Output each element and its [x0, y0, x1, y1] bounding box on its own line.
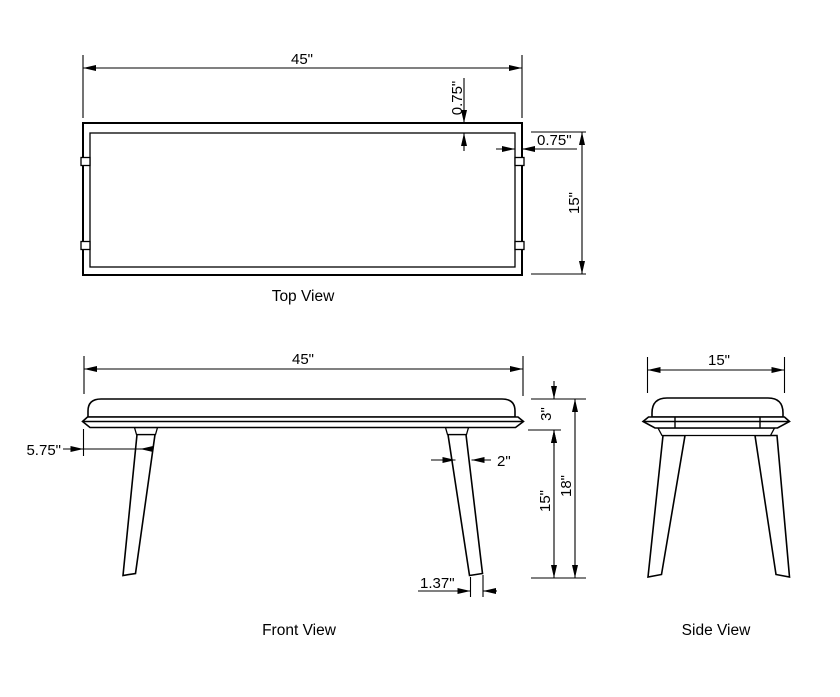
- side-cushion: [651, 397, 784, 418]
- side-view: 15" Side View: [641, 352, 791, 639]
- top-view: 45" 0.75" 0.75" 15" Top View: [80, 51, 586, 305]
- leg-tenon-mark: [80, 156, 91, 167]
- dim-top-frame-top: 0.75": [449, 78, 467, 151]
- side-apron: [656, 427, 776, 437]
- top-view-label: Top View: [272, 288, 335, 305]
- side-left-leg: [647, 434, 686, 578]
- dim-label: 15": [566, 192, 583, 214]
- dim-label: 3": [538, 407, 555, 421]
- dim-front-leg-top-width: 2": [431, 453, 511, 470]
- side-view-shape: [641, 397, 791, 578]
- leg-tenon-mark: [514, 240, 525, 251]
- front-right-leg-collar: [444, 426, 470, 436]
- leg-tenon-mark: [514, 156, 525, 167]
- front-cushion: [87, 398, 516, 418]
- dim-label: 45": [291, 51, 313, 68]
- dim-top-frame-side: 0.75": [496, 132, 577, 152]
- side-right-leg: [754, 434, 791, 578]
- dim-front-heights: 3" 15" 18": [528, 381, 586, 579]
- dim-side-depth: 15": [646, 352, 786, 393]
- dim-label: 45": [292, 351, 314, 368]
- front-view: 45" 5.75" 2" 1.37" 3": [26, 351, 586, 639]
- dim-label: 0.75": [449, 81, 466, 116]
- front-right-leg: [447, 433, 484, 577]
- dim-top-depth: 15": [531, 131, 586, 275]
- dim-top-width: 45": [82, 51, 523, 118]
- dim-label: 18": [558, 475, 575, 497]
- top-view-shape: [80, 122, 525, 276]
- front-view-shape: [81, 398, 525, 577]
- dim-front-leg-bottom-width: 1.37": [418, 575, 497, 597]
- front-left-leg-collar: [133, 426, 159, 436]
- dim-label: 5.75": [26, 442, 61, 459]
- dim-label: 2": [497, 453, 511, 470]
- front-view-label: Front View: [262, 622, 337, 639]
- front-left-leg: [122, 433, 156, 577]
- bench-inner-frame: [89, 132, 516, 268]
- dim-label: 15": [708, 352, 730, 369]
- side-seat-board: [641, 416, 791, 429]
- dim-label: 0.75": [537, 132, 572, 149]
- dim-label: 1.37": [420, 575, 455, 592]
- leg-tenon-mark: [80, 240, 91, 251]
- front-seat-board: [81, 416, 525, 429]
- dim-front-leg-offset: 5.75": [26, 429, 153, 459]
- dim-front-width: 45": [83, 351, 524, 396]
- dim-label: 15": [537, 490, 554, 512]
- side-view-label: Side View: [682, 622, 751, 639]
